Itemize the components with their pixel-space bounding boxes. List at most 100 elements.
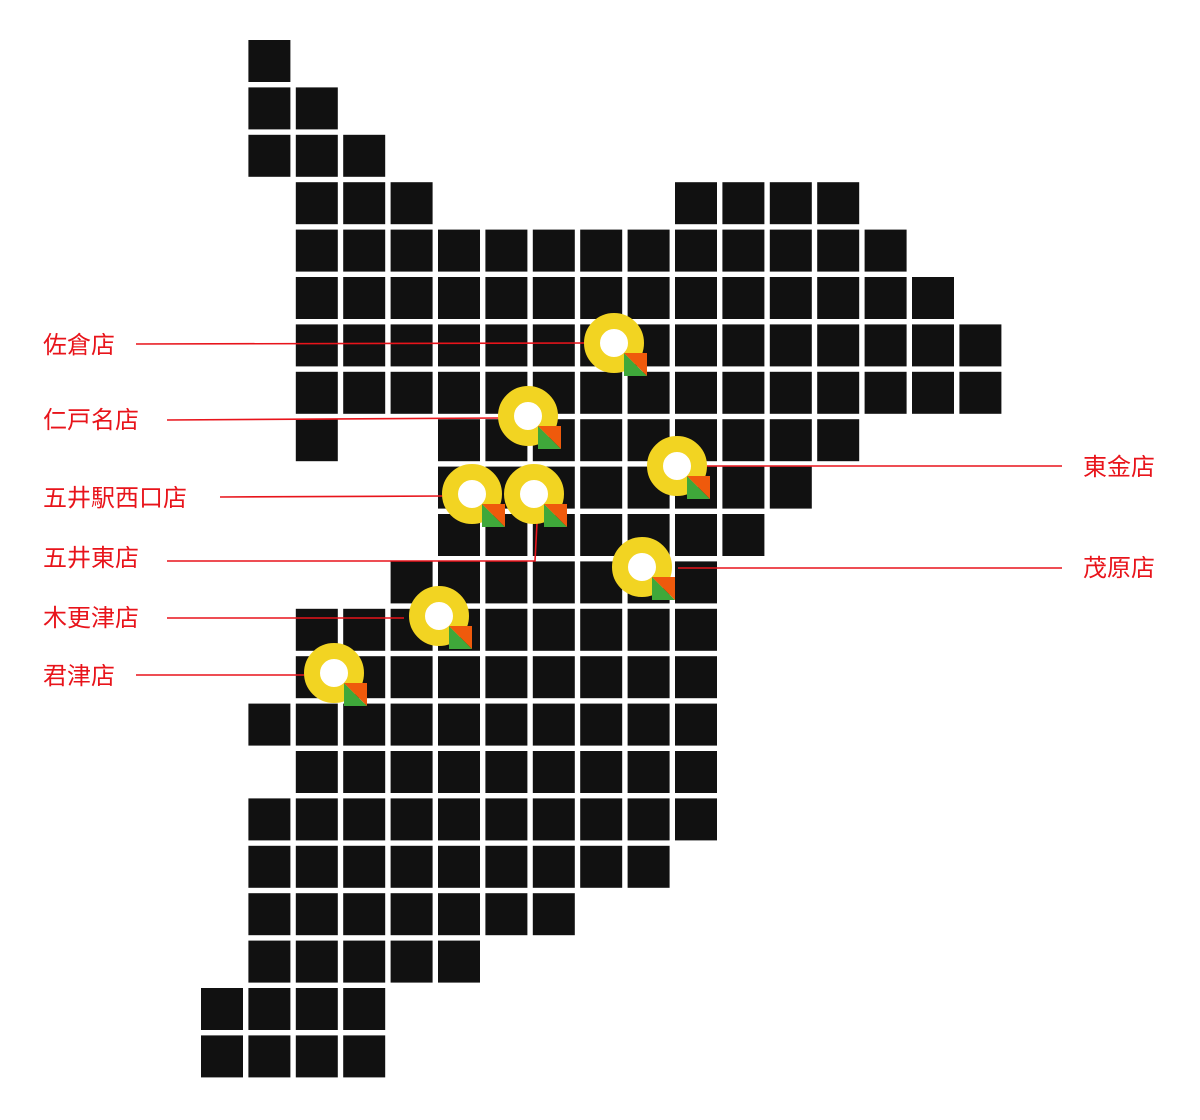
- region-tile: [248, 940, 291, 983]
- region-tile: [295, 703, 338, 746]
- region-tile: [769, 229, 812, 272]
- region-tile: [817, 371, 860, 414]
- region-tile: [627, 845, 670, 888]
- region-tile: [532, 608, 575, 651]
- region-tile: [912, 277, 954, 319]
- store-label-sakura[interactable]: 佐倉店: [43, 331, 115, 359]
- region-tile: [438, 229, 480, 272]
- region-tile: [675, 751, 717, 793]
- region-tile: [675, 277, 717, 319]
- region-tile: [580, 277, 623, 319]
- region-tile: [959, 324, 1002, 367]
- region-tile: [532, 845, 575, 888]
- region-tile: [390, 703, 433, 746]
- region-tile: [580, 514, 623, 556]
- region-tile: [532, 656, 575, 699]
- region-tile: [248, 845, 291, 888]
- region-tile: [485, 845, 528, 888]
- store-marker-icon[interactable]: [304, 643, 367, 706]
- region-tile: [295, 798, 338, 841]
- region-tile: [390, 182, 433, 225]
- region-tile: [248, 1035, 291, 1078]
- region-tile: [627, 371, 670, 414]
- store-markers: [304, 313, 710, 706]
- store-label-nitona[interactable]: 仁戸名店: [43, 406, 139, 434]
- region-tile: [248, 798, 291, 841]
- region-tile: [343, 751, 386, 793]
- region-tile: [675, 656, 717, 699]
- region-tile: [959, 371, 1002, 414]
- region-tile: [532, 703, 575, 746]
- region-tile: [295, 419, 338, 462]
- region-tile: [580, 751, 623, 793]
- region-tile: [864, 371, 907, 414]
- region-tile: [864, 324, 907, 367]
- region-tile: [722, 419, 765, 462]
- region-tile: [295, 893, 338, 936]
- store-marker-icon[interactable]: [647, 436, 710, 499]
- region-tile: [817, 419, 860, 462]
- region-tile: [438, 798, 480, 841]
- region-tile: [390, 845, 433, 888]
- region-tile: [532, 561, 575, 604]
- leader-line-goi-eki-nishiguchi: [219, 495, 445, 498]
- store-marker-icon[interactable]: [442, 464, 505, 527]
- store-marker-icon[interactable]: [504, 464, 567, 527]
- region-tile: [769, 182, 812, 225]
- region-tile: [580, 798, 623, 841]
- region-tile: [343, 940, 386, 983]
- region-tile: [722, 371, 765, 414]
- region-tile: [248, 703, 291, 746]
- region-tile: [864, 277, 907, 319]
- region-tile: [817, 182, 860, 225]
- region-tile: [438, 703, 480, 746]
- region-tile: [485, 751, 528, 793]
- region-tile: [295, 940, 338, 983]
- region-tile: [485, 324, 528, 367]
- region-tile: [675, 324, 717, 367]
- region-tile: [248, 988, 291, 1030]
- region-tile: [580, 371, 623, 414]
- region-tile: [722, 277, 765, 319]
- region-tile: [390, 940, 433, 983]
- region-tile: [343, 703, 386, 746]
- region-tile: [343, 182, 386, 225]
- region-tile: [769, 419, 812, 462]
- region-tile: [817, 277, 860, 319]
- store-marker-icon[interactable]: [584, 313, 647, 376]
- store-marker-icon[interactable]: [612, 537, 675, 600]
- region-tile: [438, 371, 480, 414]
- region-tile: [675, 703, 717, 746]
- region-tile: [675, 608, 717, 651]
- store-label-kimitsu[interactable]: 君津店: [43, 662, 115, 690]
- region-tile: [627, 656, 670, 699]
- leader-line-sakura: [135, 342, 587, 345]
- region-tile: [675, 229, 717, 272]
- region-tile: [343, 845, 386, 888]
- region-tile: [580, 608, 623, 651]
- region-tile: [390, 371, 433, 414]
- store-marker-icon[interactable]: [498, 386, 561, 449]
- store-label-togane[interactable]: 東金店: [1083, 453, 1155, 481]
- region-tile: [438, 845, 480, 888]
- store-label-goi-eki-nishiguchi[interactable]: 五井駅西口店: [43, 484, 187, 512]
- store-marker-icon[interactable]: [409, 586, 472, 649]
- store-label-mobara[interactable]: 茂原店: [1083, 554, 1155, 582]
- region-tile: [343, 988, 386, 1030]
- region-tile: [485, 656, 528, 699]
- region-tile: [390, 229, 433, 272]
- region-tile: [580, 656, 623, 699]
- leader-line-goi-higashi: [167, 522, 538, 562]
- leader-line-nitona: [166, 417, 501, 421]
- region-tile: [248, 87, 291, 130]
- region-tile: [438, 277, 480, 319]
- region-tile: [343, 798, 386, 841]
- store-label-kisarazu[interactable]: 木更津店: [43, 604, 139, 632]
- region-tile: [438, 419, 480, 462]
- store-label-goi-higashi[interactable]: 五井東店: [43, 544, 139, 572]
- region-tile: [532, 324, 575, 367]
- region-tile: [390, 751, 433, 793]
- region-tile: [343, 324, 386, 367]
- region-tile: [675, 798, 717, 841]
- region-tile: [627, 608, 670, 651]
